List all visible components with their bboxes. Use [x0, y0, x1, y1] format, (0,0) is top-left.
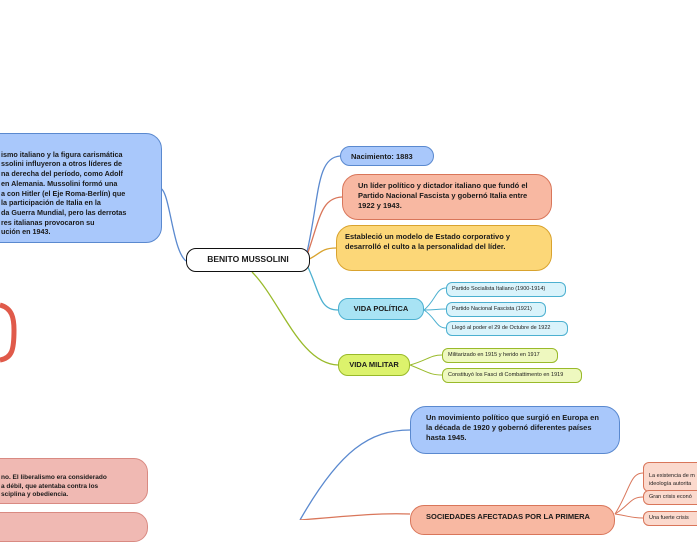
- subtopic-sociedades-1[interactable]: La existencia de m ideología autorita: [643, 462, 697, 493]
- topic-movimiento[interactable]: Un movimiento político que surgió en Eur…: [410, 406, 620, 454]
- topic-vida-politica-text: VIDA POLÍTICA: [353, 303, 409, 313]
- topic-liberalism[interactable]: no. El liberalismo era considerado a déb…: [0, 458, 148, 504]
- subtopic-politica-3[interactable]: Llegó al poder el 29 de Octubre de 1922: [446, 321, 568, 337]
- link-sociedades: [299, 513, 411, 520]
- link-militar: [251, 271, 339, 366]
- subtopic-politica-3-text: Llegó al poder el 29 de Octubre de 1922: [452, 325, 551, 331]
- topic-vida-politica[interactable]: VIDA POLÍTICA: [338, 298, 424, 320]
- link-lider: [304, 196, 343, 262]
- link-mil-2: [409, 364, 443, 376]
- red-bracket: [0, 302, 17, 363]
- subtopic-sociedades-3[interactable]: Una fuerte crisis: [643, 511, 697, 527]
- subtopic-politica-1-text: Partido Socialista Italiano (1900-1914): [452, 286, 546, 292]
- topic-vida-militar-text: VIDA MILITAR: [349, 359, 399, 369]
- link-nacimiento: [304, 155, 341, 262]
- subtopic-militar-1[interactable]: Militarizado en 1915 y herido en 1917: [442, 348, 558, 364]
- subtopic-militar-2[interactable]: Constituyó los Fasci di Combattimento en…: [442, 368, 582, 384]
- topic-lider-text: Un líder político y dictador italiano qu…: [358, 181, 528, 211]
- topic-sociedades-text: SOCIEDADES AFECTADAS POR LA PRIMERA: [426, 512, 590, 521]
- topic-lider[interactable]: Un líder político y dictador italiano qu…: [342, 174, 552, 220]
- subtopic-politica-1[interactable]: Partido Socialista Italiano (1900-1914): [446, 282, 566, 298]
- subtopic-sociedades-1-text: La existencia de m ideología autorita: [649, 473, 695, 487]
- topic-liberalism-text: no. El liberalismo era considerado a déb…: [1, 473, 107, 499]
- link-movimiento: [299, 429, 411, 520]
- link-politica: [304, 260, 339, 311]
- subtopic-militar-2-text: Constituyó los Fasci di Combattimento en…: [448, 372, 564, 378]
- topic-sociedades[interactable]: SOCIEDADES AFECTADAS POR LA PRIMERA: [410, 505, 615, 535]
- topic-left-bottom[interactable]: [0, 512, 148, 542]
- link-pol-3: [423, 309, 447, 329]
- subtopic-sociedades-3-text: Una fuerte crisis: [649, 515, 689, 521]
- subtopic-politica-2[interactable]: Partido Nacional Fascista (1921): [446, 302, 546, 318]
- link-soc-3: [614, 513, 644, 519]
- topic-modelo-text: Estableció un modelo de Estado corporati…: [345, 232, 511, 252]
- subtopic-sociedades-2-text: Gran crisis econó: [649, 494, 692, 500]
- topic-influence-text: ismo italiano y la figura carismática ss…: [1, 149, 127, 237]
- link-influence: [159, 187, 187, 262]
- topic-influence[interactable]: ismo italiano y la figura carismática ss…: [0, 133, 162, 243]
- topic-vida-militar[interactable]: VIDA MILITAR: [338, 354, 410, 376]
- topic-modelo[interactable]: Estableció un modelo de Estado corporati…: [336, 225, 552, 271]
- subtopic-sociedades-2[interactable]: Gran crisis econó: [643, 490, 697, 506]
- link-soc-1: [614, 472, 644, 515]
- link-soc-2: [614, 496, 644, 515]
- topic-movimiento-text: Un movimiento político que surgió en Eur…: [426, 413, 599, 443]
- topic-nacimiento[interactable]: Nacimiento: 1883: [340, 146, 434, 166]
- subtopic-politica-2-text: Partido Nacional Fascista (1921): [452, 306, 532, 312]
- central-topic[interactable]: BENITO MUSSOLINI: [186, 248, 310, 272]
- central-topic-label: BENITO MUSSOLINI: [207, 254, 289, 265]
- link-pol-2: [423, 308, 447, 311]
- subtopic-militar-1-text: Militarizado en 1915 y herido en 1917: [448, 352, 540, 358]
- link-mil-1: [409, 354, 443, 366]
- topic-nacimiento-text: Nacimiento: 1883: [351, 152, 413, 161]
- connector-lines: [0, 155, 644, 520]
- link-pol-1: [423, 287, 447, 311]
